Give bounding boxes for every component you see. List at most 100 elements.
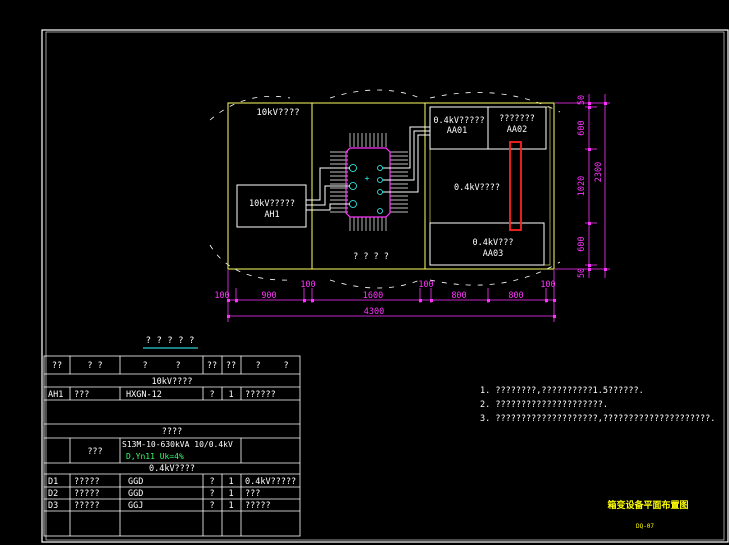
room-04kv-label: 0.4kV???? (454, 183, 500, 193)
dim-h-5: 800 (451, 291, 466, 301)
lv-cable-c (383, 134, 430, 193)
table-d3-qty: 1 (228, 501, 233, 511)
drawing-number: DQ-07 (636, 523, 654, 530)
table-d3-remark: ????? (245, 501, 271, 511)
dim-h-0: 100 (214, 291, 229, 301)
design-notes: 1. ????????,??????????1.5??????. 2. ????… (480, 386, 715, 424)
table-transformer-name: ??? (87, 447, 102, 457)
lv-cable-b (383, 130, 430, 181)
aa02-label-line1: ??????? (499, 114, 535, 124)
dim-h-total: 4300 (364, 307, 384, 317)
dim-v-2: 1020 (577, 176, 587, 196)
ah1-label-line2: AH1 (264, 210, 279, 220)
table-transformer-model: S13M-10-630kVA 10/0.4kV (122, 440, 233, 449)
table-d3-unit: ? (209, 501, 214, 511)
table-transformer-spec: D,Yn11 Uk=4% (126, 452, 184, 461)
note-1: 1. ????????,??????????1.5??????. (480, 386, 644, 396)
table-header-6: ? (255, 361, 260, 371)
aa01-label-line2: AA01 (447, 126, 467, 136)
dim-v-3: 600 (577, 236, 587, 251)
aa02-cabinet (487, 106, 547, 150)
dashed-arc-bottom-middle (329, 279, 421, 289)
table-d3-code: D3 (48, 501, 58, 511)
table-header-7: ? (283, 361, 288, 371)
dashed-arc-bottom-left (209, 244, 293, 281)
table-d2-name: ????? (74, 489, 100, 499)
lv-cable-a (383, 126, 430, 169)
table-header-3: ? (175, 361, 180, 371)
table-d2-model: GGD (128, 489, 143, 499)
ah1-cabinet (236, 184, 307, 228)
vertical-dimension-ticks (588, 102, 607, 271)
equipment-table-grid (43, 355, 301, 537)
table-d1-remark: 0.4kV????? (245, 477, 296, 487)
table-ah1-unit: ? (209, 390, 214, 400)
outer-border (41, 29, 729, 543)
dashed-arc-top-right (429, 92, 561, 113)
table-header-5: ?? (226, 361, 236, 371)
horizontal-dimension-ticks (227, 299, 556, 318)
horizontal-dimension-labels: 100 900 100 1600 100 800 800 100 4300 (214, 280, 555, 317)
vertical-dimension-labels: 50 600 1020 600 50 2300 (577, 95, 604, 278)
radiator-fins-bottom (349, 217, 387, 231)
hv-cables (306, 167, 350, 211)
dim-h-6: 800 (508, 291, 523, 301)
table-header-4: ?? (207, 361, 217, 371)
table-section-10kv: 10kV???? (152, 377, 193, 387)
aa03-cabinet (429, 222, 545, 266)
dim-h-1: 900 (261, 291, 276, 301)
table-ah1-name: ??? (74, 390, 89, 400)
table-d2-remark: ??? (245, 489, 260, 499)
transformer-room-label: ? ? ? ? (353, 252, 389, 262)
lv-cables (383, 126, 430, 193)
transformer: + (330, 133, 408, 231)
table-ah1-remark: ?????? (245, 390, 276, 400)
table-section-transformer: ???? (162, 427, 182, 437)
dim-h-4: 100 (418, 280, 433, 290)
horizontal-dimension-lines (227, 270, 555, 322)
aa03-label-line1: 0.4kV??? (473, 238, 514, 248)
table-d1-code: D1 (48, 477, 58, 487)
table-d3-name: ????? (74, 501, 100, 511)
table-d2-qty: 1 (228, 489, 233, 499)
aa02-label-line2: AA02 (507, 125, 527, 135)
radiator-fins-top (349, 133, 387, 147)
aa01-label-line1: 0.4kV????? (433, 116, 484, 126)
table-header-1: ? ? (87, 361, 102, 371)
table-title: ? ? ? ? ? (146, 336, 195, 346)
ah1-label-line1: 10kV????? (249, 199, 295, 209)
hv-cable-b (306, 185, 350, 206)
lv-cabinets (429, 106, 547, 266)
dashed-arc-top-left (209, 95, 291, 121)
table-ah1-model: HXGN-12 (126, 390, 162, 400)
hv-bushings (349, 164, 357, 208)
inner-border (45, 31, 725, 541)
note-3: 3. ????????????????????,????????????????… (480, 414, 715, 424)
table-d1-unit: ? (209, 477, 214, 487)
drawing-frame (41, 29, 729, 543)
table-section-04kv: 0.4kV???? (149, 464, 195, 474)
dim-v-1: 600 (577, 120, 587, 135)
hv-cable-a (306, 167, 350, 201)
dim-v-4: 50 (577, 268, 587, 278)
dashed-arc-bottom-right (429, 261, 561, 286)
dim-h-3: 1600 (363, 291, 383, 301)
dim-h-7: 100 (540, 280, 555, 290)
lv-bushings (377, 165, 383, 214)
table-d1-name: ????? (74, 477, 100, 487)
transformer-center-mark: + (365, 174, 370, 183)
dim-v-total: 2300 (594, 162, 604, 182)
table-ah1-code: AH1 (48, 390, 63, 400)
room-outer-wall (227, 102, 555, 270)
drawing-title: 箱变设备平面布置图 (607, 499, 688, 511)
dim-h-2: 100 (300, 280, 315, 290)
note-2: 2. ?????????????????????. (480, 400, 608, 410)
dashed-arc-top-middle (329, 89, 421, 99)
table-ah1-qty: 1 (228, 390, 233, 400)
room-10kv-label: 10kV???? (256, 108, 299, 118)
table-d1-model: GGD (128, 477, 143, 487)
radiator-fins-left (330, 151, 348, 213)
table-d1-qty: 1 (228, 477, 233, 487)
hv-cable-c (306, 203, 350, 211)
